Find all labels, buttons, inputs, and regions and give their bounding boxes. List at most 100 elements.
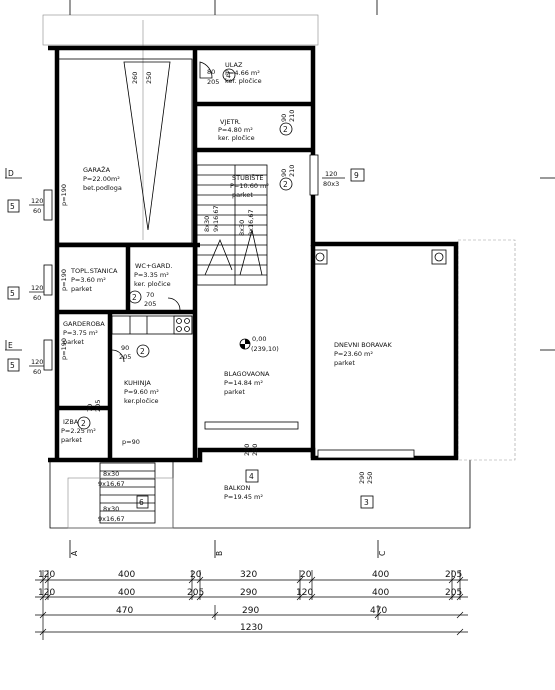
wc-door-height: 205 [144, 300, 156, 308]
tag-square-6: 6 [139, 498, 144, 507]
door-type-tags: 4 2 2 2 2 2 [77, 68, 293, 430]
balcony-door-width-2: 290 [358, 472, 366, 484]
section-label-e: E [8, 341, 13, 350]
dim-r2-3: 290 [240, 588, 257, 598]
balcony-door-height-2: 250 [366, 472, 374, 484]
sill-height-1: p=190 [60, 184, 68, 206]
room-area-kuhinja: P=9.60 m² [124, 388, 159, 396]
tag-circle-4: 4 [226, 71, 231, 80]
room-floor-vjetr: ker. pločice [218, 134, 255, 142]
stair-run-3a: 8x30 [103, 470, 119, 478]
level-absolute: (239,10) [251, 345, 279, 353]
stair-run-1b: 9x16,67 [212, 205, 220, 232]
room-name-wc: WC+GARD. [135, 262, 172, 270]
room-name-garaza: GARAŽA [83, 165, 111, 174]
garage-door-outline [57, 58, 193, 244]
garage-car-symbol [123, 61, 171, 231]
room-area-stubiste: P=10.60 m² [230, 182, 269, 190]
tag-square-9: 9 [354, 171, 359, 180]
stair-block [196, 164, 268, 286]
room-floor-garaza: bet.podloga [83, 184, 122, 192]
top-guide-frame [42, 14, 319, 46]
room-floor-izba: parket [61, 436, 82, 444]
left-window-width-2: 120 [31, 284, 43, 292]
chimney-icon [312, 249, 447, 265]
level-marker-icon [239, 338, 251, 350]
tag-square-5b: 5 [10, 289, 15, 298]
tag-square-3: 3 [364, 498, 369, 507]
dim-r2-6: 205 [445, 588, 462, 598]
room-area-wc: P=3.35 m² [134, 271, 169, 279]
room-floor-dnevni: parket [334, 359, 355, 367]
dim-r2-4: 120 [296, 588, 313, 598]
wardrobe-door-swing [111, 349, 125, 363]
wc-door-swing [167, 297, 181, 311]
room-name-izba: IZBA [63, 418, 79, 426]
tag-circle-2d: 2 [140, 347, 145, 356]
dim-total: 1230 [240, 623, 263, 633]
stair-run-4b: 9x16,67 [98, 515, 125, 523]
kitchen-counter [111, 315, 193, 335]
dim-r1-3: 320 [240, 570, 257, 580]
tag-circle-2b: 2 [283, 180, 288, 189]
room-name-stubiste: STUBIŠTE [232, 173, 263, 182]
stair-run-3b: 9x16,67 [98, 480, 125, 488]
balcony-door-height-1: 250 [251, 444, 259, 456]
room-name-garderoba: GARDEROBA [63, 320, 105, 328]
entry-door-swing [199, 61, 213, 79]
left-window-height-2: 60 [33, 294, 41, 302]
room-name-dnevni: DNEVNI BORAVAK [334, 341, 392, 349]
tag-square-4: 4 [249, 472, 254, 481]
room-name-kuhinja: KUHINJA [124, 379, 151, 387]
st-door-height: 210 [288, 165, 296, 177]
room-floor-ulaz: ker. pločice [225, 77, 262, 85]
room-area-balkon: P=19.45 m² [224, 493, 263, 501]
room-area-blagovaona: P=14.84 m² [224, 379, 263, 387]
room-floor-wc: ker. pločice [134, 280, 171, 288]
wc-door-width: 70 [146, 291, 154, 299]
sill-height-2: p=190 [60, 269, 68, 291]
dim-r3-2: 470 [370, 606, 387, 616]
room-floor-blagovaona: parket [224, 388, 245, 396]
wardrobe-door-height: 205 [119, 353, 131, 361]
dim-r1-4: 20 [300, 570, 312, 580]
entry-door-width: 80 [207, 68, 215, 76]
vj-door-height: 210 [288, 110, 296, 122]
tag-square-5c: 5 [10, 361, 15, 370]
terrace-outline [457, 239, 516, 461]
garage-door-height: 250 [145, 72, 153, 84]
dim-r2-1: 400 [118, 588, 135, 598]
balcony-outline [49, 460, 471, 529]
room-name-balkon: BALKON [224, 484, 251, 492]
room-area-vjetr: P=4.80 m² [218, 126, 253, 134]
left-window-width-1: 120 [31, 197, 43, 205]
stair-run-2a: 8x30 [238, 220, 246, 236]
entry-door-height: 205 [207, 78, 219, 86]
room-area-ulaz: P=4.66 m² [225, 69, 260, 77]
room-area-dnevni: P=23.60 m² [334, 350, 373, 358]
lower-stairs [67, 462, 174, 529]
tag-circle-2a: 2 [283, 125, 288, 134]
room-area-garaza: P=22.00m² [83, 175, 120, 183]
axis-label-b: B [215, 551, 224, 556]
axis-label-a: A [70, 550, 79, 556]
garage-door-width: 260 [131, 72, 139, 84]
sill-height-3: p=190 [60, 338, 68, 360]
stair-run-2b: 9x16,67 [247, 209, 255, 236]
dim-r1-1: 400 [118, 570, 135, 580]
left-window-width-3: 120 [31, 358, 43, 366]
room-floor-stubiste: parket [232, 191, 253, 199]
izba-door-width: 70 [86, 404, 94, 412]
dim-r1-6: 205 [445, 570, 462, 580]
izba-door-height: 205 [94, 400, 102, 412]
room-name-vjetr: VJETR. [220, 118, 241, 126]
left-window-height-1: 60 [33, 207, 41, 215]
vj-door-width: 90 [280, 114, 288, 122]
dim-r2-5: 400 [372, 588, 389, 598]
room-name-ulaz: ULAZ [225, 61, 243, 69]
level-value: 0,00 [252, 335, 266, 343]
window-count: 80x3 [323, 180, 339, 188]
interior-walls [54, 48, 316, 460]
tag-circle-2c: 2 [132, 293, 137, 302]
